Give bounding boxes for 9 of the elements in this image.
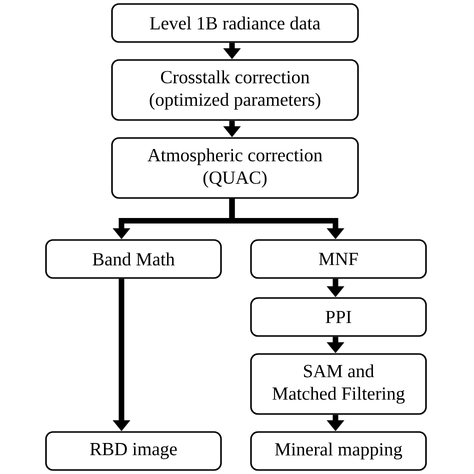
process-box: RBD image [45,431,222,471]
process-box: Band Math [45,239,222,279]
process-box: Crosstalk correction (optimized parameters) [111,59,359,121]
process-box: Atmospheric correction (QUAC) [111,137,359,199]
process-box: Level 1B radiance data [111,3,359,43]
process-box: SAM and Matched Filtering [250,353,427,415]
process-box: Mineral mapping [250,431,427,471]
process-box: MNF [250,239,427,279]
process-box: PPI [250,297,427,337]
